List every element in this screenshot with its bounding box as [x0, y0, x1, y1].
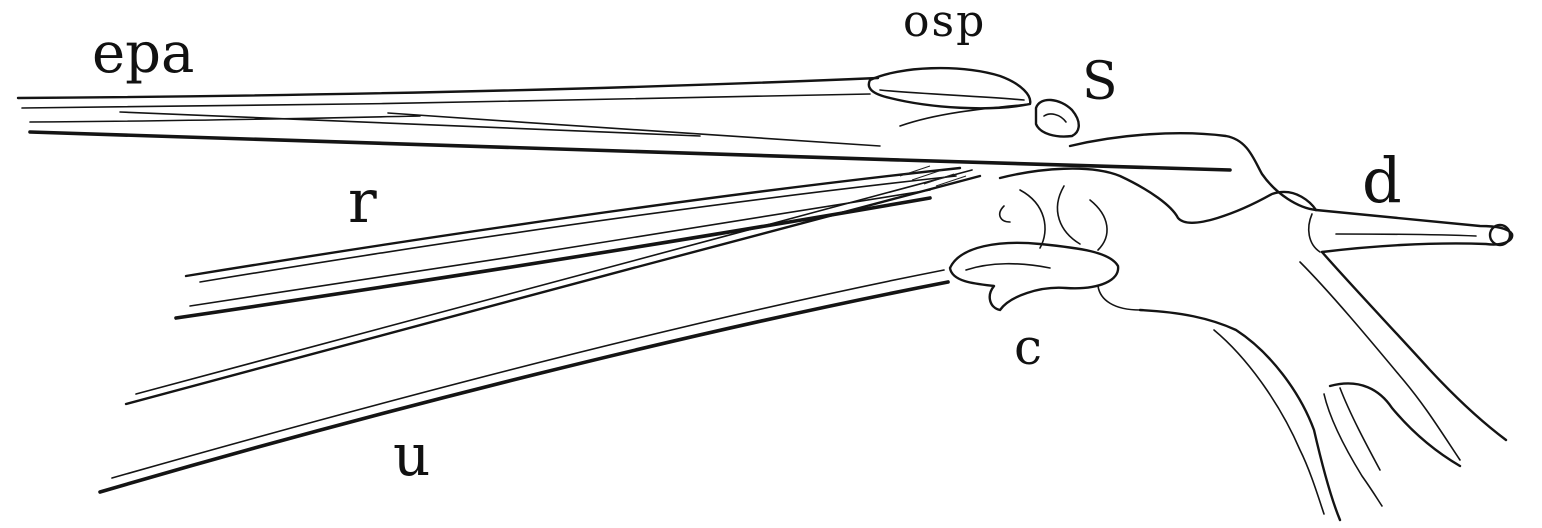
process-c: [948, 241, 1141, 312]
bone-r: [174, 166, 962, 320]
digit-d: [1307, 208, 1514, 254]
label-d: d: [1362, 144, 1402, 217]
label-osp: osp: [903, 0, 987, 47]
label-u: u: [393, 421, 431, 489]
bone-S: [1034, 98, 1080, 138]
label-c: c: [1014, 318, 1043, 376]
process-osp: [867, 66, 1032, 127]
bone-u: [98, 169, 982, 494]
label-r: r: [348, 167, 377, 237]
metacarpal-outline: [1068, 132, 1508, 522]
carpal-mass: [899, 165, 1318, 251]
extensor-tendon-epa: [16, 76, 1232, 172]
label-S: S: [1082, 52, 1118, 112]
label-epa: epa: [92, 21, 195, 86]
